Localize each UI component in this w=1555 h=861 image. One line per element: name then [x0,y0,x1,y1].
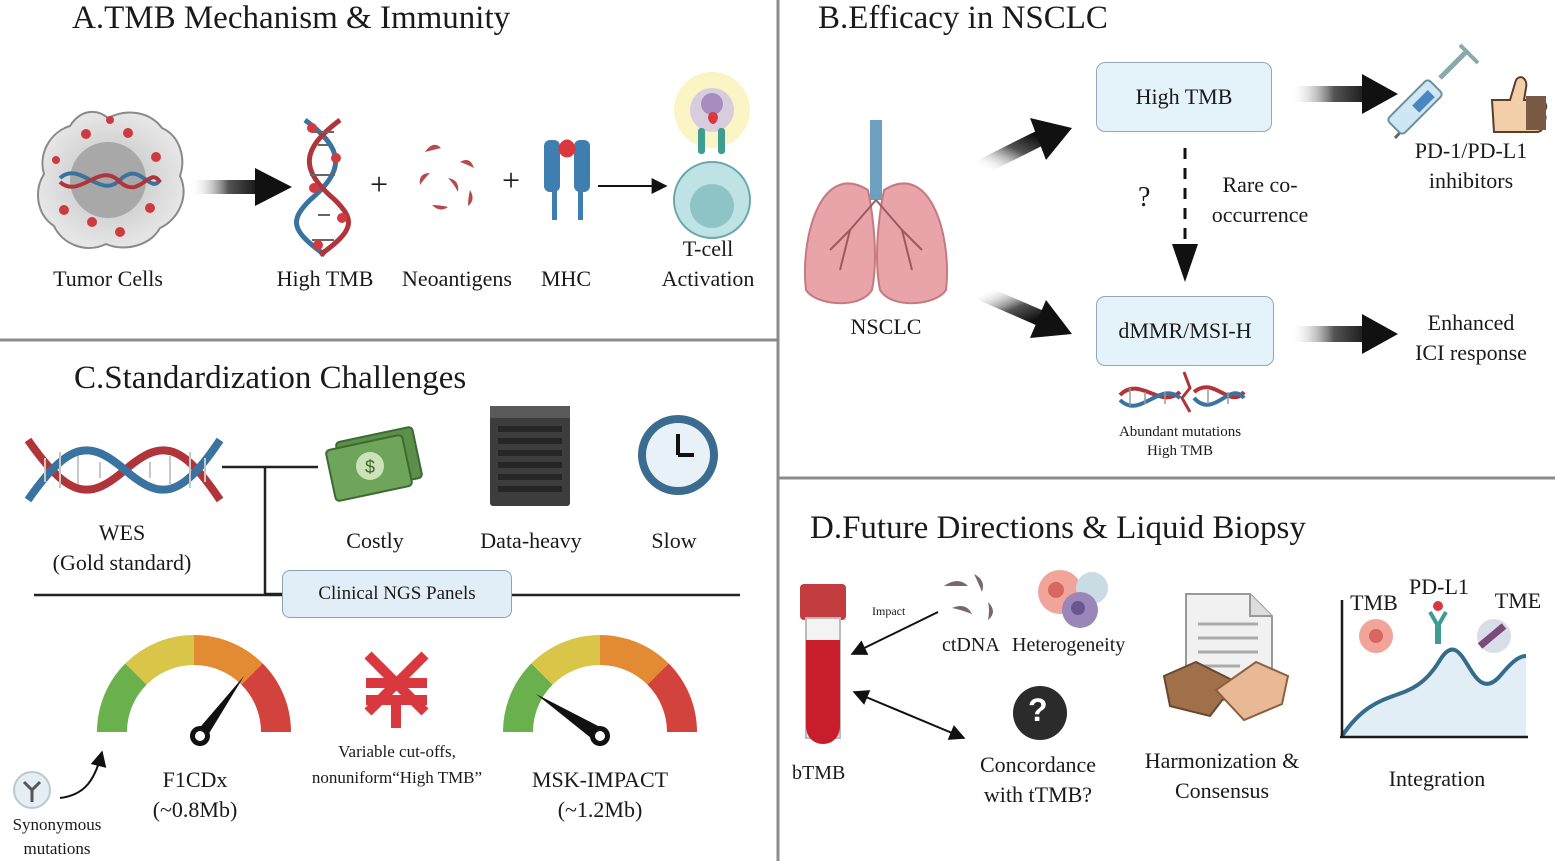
pdl1-label: PD-L1 [1409,574,1469,599]
arrow-concordance [852,690,966,740]
concordance-line2: with tTMB? [983,782,1093,807]
enhanced-line2: ICI response [1415,340,1527,365]
panel-c-title: C.Standardization Challenges [74,360,467,396]
mhc-icon [544,139,590,220]
arrow-nsclc-to-hightmb [976,118,1072,176]
integration-label: Integration [1388,766,1486,791]
svg-text:$: $ [365,457,375,477]
tmb-label: TMB [1350,590,1398,615]
heterogeneity-cells-icon [1038,570,1108,628]
broken-dna-icon [1118,371,1246,413]
tcell-icon [673,72,751,239]
yen-mismatch-icon [364,651,429,728]
abundant-line1: Abundant mutations [1118,424,1242,440]
activation-label: Activation [661,266,755,291]
ctdna-icon [944,574,993,626]
lungs-icon [804,120,948,305]
server-icon [490,406,570,506]
wes-line1: WES [98,520,146,545]
msk-gauge-icon [502,634,698,733]
nsclc-label: NSCLC [850,314,922,339]
msk-line1: MSK-IMPACT [531,767,669,792]
wes-dna-icon [24,437,224,503]
f1cdx-line1: F1CDx [162,767,228,792]
tumor-cell-icon [37,110,185,249]
rare-line1: Rare co- [1222,172,1298,197]
arrow-hightmb-to-inhibitors [1290,74,1398,114]
msk-gauge-needle [536,694,610,746]
ctdna-label: ctDNA [942,634,1000,656]
wes-line2: (Gold standard) [52,550,192,575]
integration-chart-icon [1340,600,1528,739]
enhanced-line1: Enhanced [1427,310,1515,335]
panel-d-title: D.Future Directions & Liquid Biopsy [810,510,1306,546]
clock-icon [638,415,718,495]
concordance-line1: Concordance [979,752,1097,777]
rare-line2: occurrence [1211,202,1309,227]
arrow-dmmr-to-response [1290,314,1398,354]
synonymous-mutation-icon [13,771,51,809]
question-circle-icon [1013,686,1067,740]
dna-helix-icon [294,118,351,258]
pd1-line1: PD-1/PD-L1 [1414,138,1528,163]
tme-label: TME [1494,588,1542,613]
panel-a-title: A.TMB Mechanism & Immunity [72,0,511,36]
data-heavy-label: Data-heavy [480,528,582,553]
harmonization-line1: Harmonization & [1144,748,1300,773]
question-mark: ? [1138,182,1151,213]
money-icon: $ [325,426,423,502]
variable-line2: nonuniform“High TMB” [311,768,483,787]
high-tmb-label: High TMB [276,266,374,291]
arrow-synonymous-to-gauge [59,750,107,799]
high-tmb-box: High TMB [1096,62,1272,132]
thumbs-up-icon [1490,76,1548,133]
question-glyph: ? [1028,692,1048,728]
clinical-ngs-panels-box: Clinical NGS Panels [282,570,512,618]
neoantigens-label: Neoantigens [402,266,512,291]
panel-b-title: B.Efficacy in NSCLC [818,0,1108,36]
arrow-impact [850,611,939,655]
harmonization-line2: Consensus [1174,778,1270,803]
dmmr-box: dMMR/MSI-H [1096,296,1274,366]
arrow-nsclc-to-dmmr [976,284,1072,338]
handshake-document-icon [1162,593,1290,722]
btmb-label: bTMB [792,762,846,784]
mhc-label: MHC [540,266,592,291]
blood-tube-icon [800,584,846,744]
syringe-icon [1387,43,1480,140]
impact-label: Impact [872,604,906,618]
plus-sign-1: + [370,166,389,202]
variable-line1: Variable cut-offs, [338,742,456,761]
slow-label: Slow [651,528,697,553]
abundant-line2: High TMB [1147,443,1213,459]
synonymous-line2: mutations [23,839,91,858]
f1cdx-gauge-needle [190,676,244,746]
plus-sign-2: + [502,162,521,198]
synonymous-line1: Synonymous [12,815,102,834]
heterogeneity-label: Heterogeneity [1012,634,1126,656]
msk-line2: (~1.2Mb) [557,797,643,822]
f1cdx-line2: (~0.8Mb) [152,797,238,822]
tcell-label: T-cell [682,236,734,261]
costly-label: Costly [346,528,404,553]
pd1-line2: inhibitors [1428,168,1514,193]
dashed-arrow-hightmb-to-dmmr [1172,148,1198,282]
neoantigen-icon [419,144,474,210]
arrow-tumor-to-tmb [190,168,292,206]
f1cdx-gauge-icon [96,634,292,733]
tumor-cells-label: Tumor Cells [53,266,163,291]
wes-connector-lines [34,465,740,597]
